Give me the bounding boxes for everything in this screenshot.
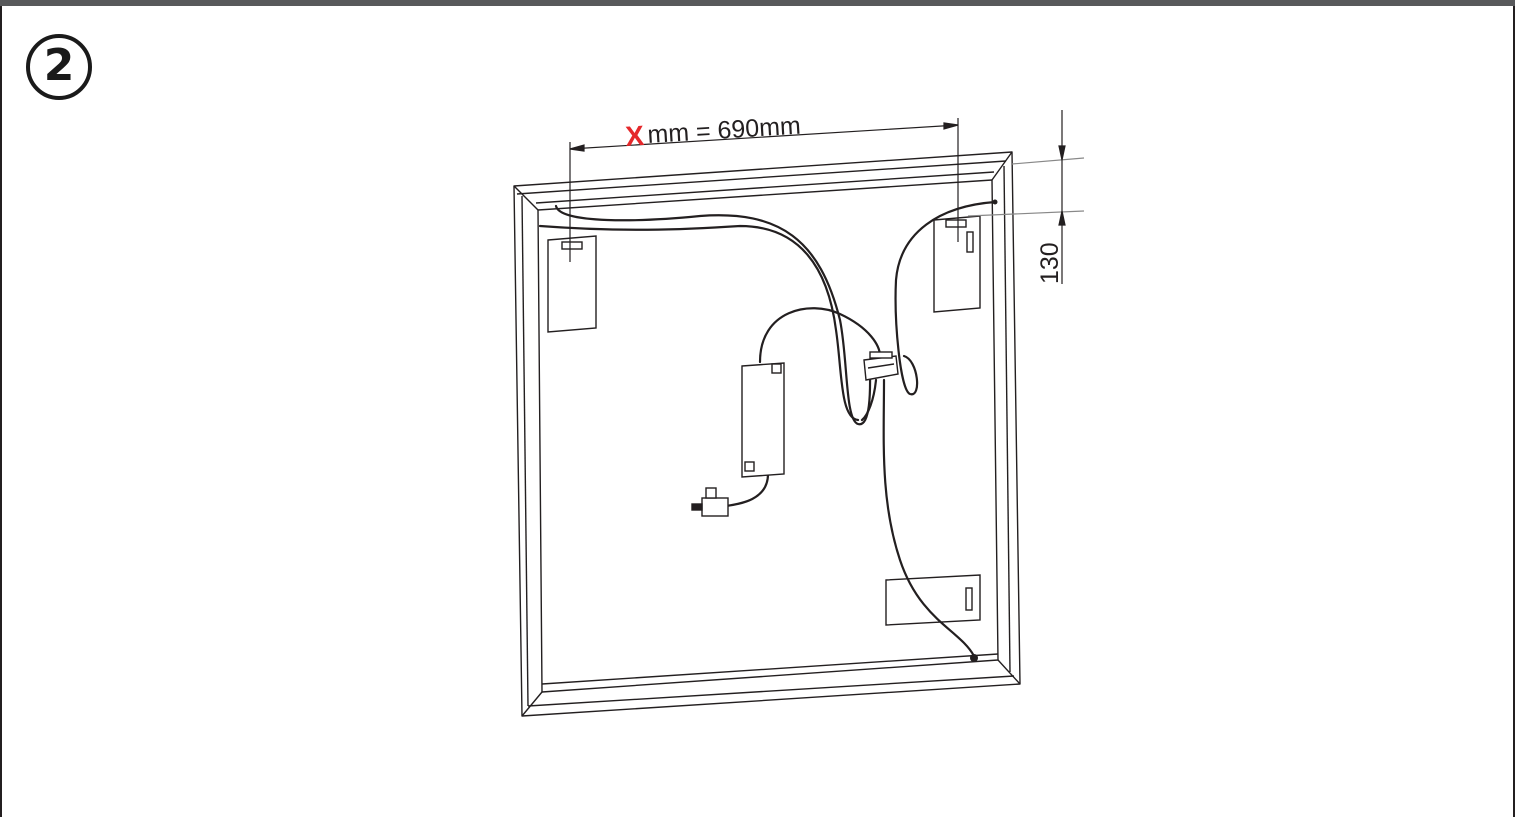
lower-plate [885,574,981,626]
cable-junction-down [882,378,976,658]
bracket-right [933,215,981,313]
cable-end-top-right [992,199,998,205]
bracket-right-vertical-slot [966,231,974,253]
cable-driver-to-junction [758,307,882,364]
height-arrow-bottom [1058,210,1066,226]
frame-corner-tr [991,151,1013,181]
step-number: 2 [43,40,75,91]
wall-brackets [547,215,981,626]
frame-bevel-bottom [527,675,1015,707]
bracket-left [547,235,597,333]
width-dimension-line [569,124,959,150]
step-badge: 2 [26,34,92,100]
width-arrow-right [943,122,959,130]
mirror-frame [513,151,1021,717]
frame-bevel-right [1003,165,1011,673]
led-driver-clip-top [771,363,782,374]
height-arrow-top [1058,145,1066,161]
cable-right-run [894,200,997,396]
switch-body [701,497,729,517]
led-driver [741,362,785,478]
width-dimension-label: mm = 690mm [647,112,802,149]
frame-corner-bl [521,691,543,717]
frame-bevel-bottom-inner [541,653,999,685]
junction-top [869,351,893,359]
bracket-right-slot [945,219,967,228]
width-arrow-left [569,144,585,152]
bracket-left-slot [561,241,583,250]
cable-driver-to-switch [724,472,770,508]
top-bar [0,0,1515,6]
cable-top-run-a [554,204,872,426]
led-driver-clip-bottom [744,461,755,472]
cable-exit-hole [970,654,978,662]
height-guide-top [1011,157,1085,165]
frame-bevel-top-inner [535,171,995,204]
switch-pin [691,503,703,511]
led-driver-body [741,362,785,478]
switch-plug [691,487,729,517]
cable-top-run-b [538,224,860,422]
cables [538,200,997,658]
width-dimension [569,118,959,262]
frame-bevel-top [516,160,1007,195]
frame-corner-br [997,659,1021,685]
width-dimension-prefix: X [624,120,645,152]
junction-connector [863,351,899,381]
height-guide-bottom [967,210,1085,217]
lower-plate-slot [965,587,973,611]
height-dimension [967,110,1085,284]
switch-knob [705,487,717,499]
junction-ridge [867,363,895,369]
height-dimension-label: 130 [1036,242,1064,284]
frame-corner-tl [513,185,539,211]
cable-junction-left [860,378,878,422]
frame-bevel-left [521,195,529,707]
